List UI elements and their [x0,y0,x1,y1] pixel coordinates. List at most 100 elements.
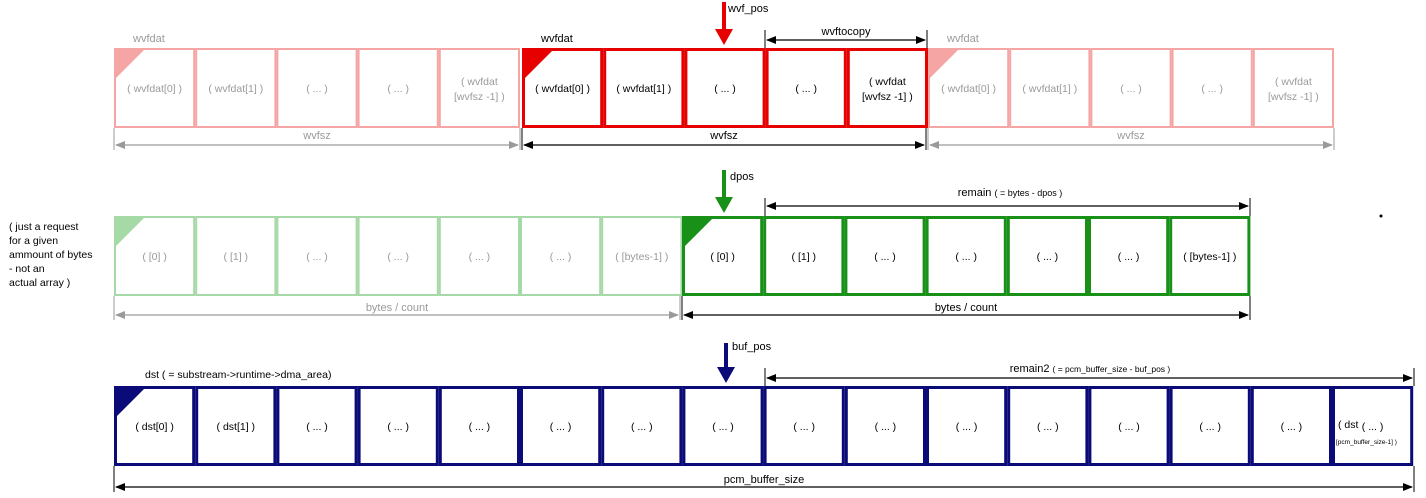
bytes-cell-right: ( [bytes-1] ) [1169,216,1251,296]
wvfsz-label-left: wvfsz [302,130,331,142]
cell-box [1007,386,1089,466]
cell-label: ( ... ) [469,251,491,263]
cell-sublabel: [pcm_buffer_size-1] ) [1336,439,1397,446]
wvfdat-cell-left: ( ... ) [357,48,439,128]
cell-label: ( ... ) [306,83,328,95]
bytes-cell-right: ( ... ) [1006,216,1088,296]
cell-label: ( ... ) [712,421,734,433]
cell-box [438,386,520,466]
wvfdat-cell-center: ( ... ) [765,48,847,128]
cell-box [438,216,520,296]
bytes-cell-left: ( [1] ) [195,216,277,296]
bytes-cell-left: ( ... ) [438,216,520,296]
cell-label: ( [0] ) [710,251,735,263]
note-line: - not an [9,263,45,275]
cell-label: ( ... ) [1120,83,1142,95]
cell-label: ( ... ) [631,421,653,433]
remain2-formula: ( = pcm_buffer_size - buf_pos ) [1053,364,1171,374]
dst-cell: ( ... ) [926,386,1008,466]
cell-label: ( ... ) [875,421,897,433]
cell-box [520,216,602,296]
pcm-buffer-size-label: pcm_buffer_size [724,474,805,486]
remain2-label: remain2 ( = pcm_buffer_size - buf_pos ) [1010,363,1171,375]
cell-box [844,216,926,296]
arrow-shaft [722,2,726,31]
cell-label: ( wvfdat[0] ) [535,83,590,95]
arrow-head [715,29,733,45]
cell-box [1169,216,1251,296]
arrow-shaft [722,170,726,199]
bytes-request-note: ( just a request for a given ammount of … [9,220,109,290]
cell-box [1171,48,1253,128]
dst-cell: ( ... ) [1088,386,1170,466]
note-line: for a given [9,235,59,247]
buf-pos-label: buf_pos [732,341,772,353]
wvfsz-label-right: wvfsz [1116,130,1145,142]
cell-box [276,48,358,128]
arrow-head [715,197,733,213]
dst-cell: ( ... ) [844,386,926,466]
cell-box [844,386,926,466]
wvfsz-label-center: wvfsz [709,130,738,142]
wvfdat-cell-left: ( ... ) [276,48,358,128]
bytes-cell-right: ( [0] ) [682,216,764,296]
wvfdat-cell-right: ( ... ) [1171,48,1253,128]
cell-label: ( ... ) [550,251,572,263]
bytes-cell-right: ( ... ) [844,216,926,296]
dst-cell: ( ... ) [520,386,602,466]
dot [1379,214,1383,218]
dst-cell: ( ... ) [438,386,520,466]
arrow-head [717,367,735,383]
wvfdat-cell-center: ( wvfdat[1] ) [603,48,685,128]
cell-box [1009,48,1091,128]
cell-box [276,386,358,466]
note-line: ( just a request [9,221,79,233]
wvfdat-cell-left: ( wvfdat[1] ) [195,48,277,128]
dpos-arrow [715,170,733,213]
cell-label: ( wvfdat[0] ) [941,83,996,95]
cell-box [1169,386,1251,466]
wvfdat-corner-left [115,49,145,79]
cell-box [925,216,1007,296]
bytes-span-label-right: bytes / count [935,302,997,314]
cell-label: ( [1] ) [792,251,817,263]
cell-label: ( ... ) [874,251,896,263]
dst-cell: ( ... ) [763,386,845,466]
cell-label: ( ... ) [550,421,572,433]
wvfdat-cell-left: ( wvfdat[wvfsz -1] ) [438,48,520,128]
dst-cell: ( ... ) [1250,386,1333,466]
cell-box [684,48,766,128]
cell-label: ( ... ) [306,421,328,433]
cell-label: ( wvfdat[1] ) [616,83,671,95]
dst-cell: ( ... ) [682,386,764,466]
cell-label: [wvfsz -1] ) [862,91,913,103]
cell-box [1006,216,1088,296]
dst-cell: ( ... ) [601,386,683,466]
cell-box [520,386,602,466]
cell-label: ( ... ) [1281,421,1303,433]
cell-box [195,48,277,128]
cell-label: ( ... ) [1118,421,1140,433]
cell-label: ( ... ) [795,83,817,95]
cell-box [357,48,439,128]
cell-box [765,48,847,128]
wvfdat-cell-center: ( ... ) [684,48,766,128]
buf-pos-arrow [717,343,735,383]
cell-label: ( [0] ) [142,251,167,263]
cell-box [357,386,439,466]
cell-box [276,216,358,296]
bytes-cell-right: ( [1] ) [763,216,845,296]
wvfdat-title-center: wvfdat [540,33,573,45]
arrow-shaft [724,343,728,369]
wvfdat-corner-right [929,49,959,79]
bytes-cell-right: ( ... ) [1088,216,1170,296]
wvfdat-title-right: wvfdat [946,33,979,45]
cell-label: ( ... ) [1199,421,1221,433]
bytes-cell-left: ( [bytes-1] ) [601,216,683,296]
bytes-cell-left: ( ... ) [357,216,439,296]
cell-box [763,386,845,466]
wvfdat-cell-right: ( ... ) [1090,48,1172,128]
bytes-cell-left: ( ... ) [520,216,602,296]
cell-box [1250,386,1333,466]
dst-cell-last: ( dst[pcm_buffer_size-1] ) [1336,419,1397,446]
